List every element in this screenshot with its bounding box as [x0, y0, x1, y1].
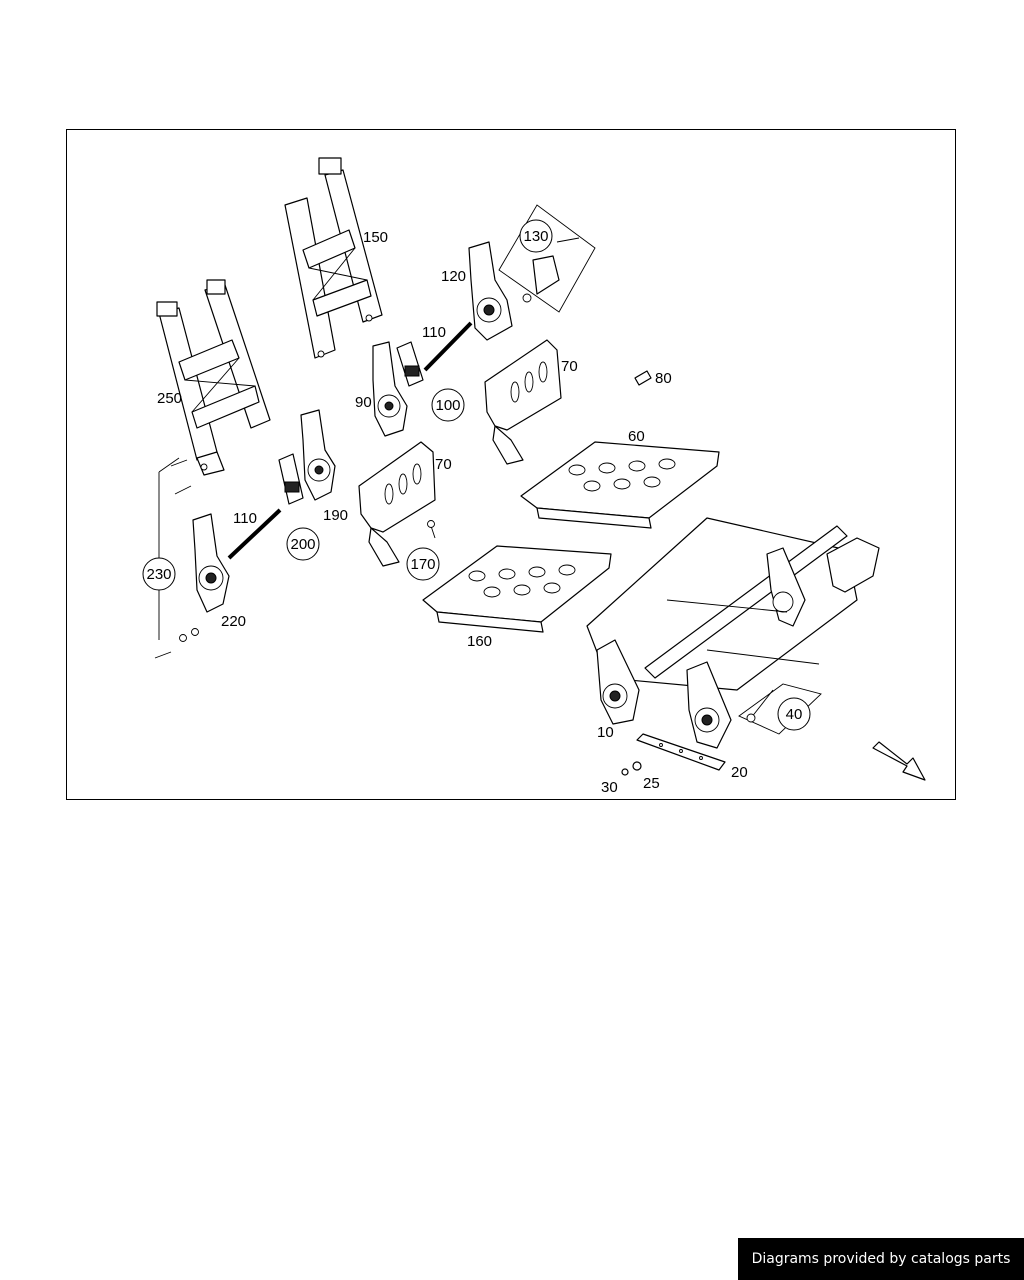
- svg-text:150: 150: [363, 229, 388, 246]
- part-80-pin: [634, 370, 652, 386]
- part-230-bolt-kit: [154, 457, 199, 659]
- callout-120: 120: [441, 268, 466, 285]
- part-40-bolt: [738, 683, 822, 735]
- callout-130: 130: [519, 219, 553, 253]
- credit-badge: Diagrams provided by catalogs parts: [738, 1238, 1024, 1280]
- part-200-motor: [278, 453, 304, 505]
- part-130-bolt-kit: [498, 204, 596, 313]
- svg-text:70: 70: [435, 456, 452, 473]
- parts-diagram-frame: 10 20 25 30 40 60 70 70 80 90 100 110 11…: [66, 129, 956, 800]
- svg-text:190: 190: [323, 507, 348, 524]
- credit-text: Diagrams provided by catalogs parts: [751, 1251, 1011, 1267]
- part-70-lower-cover: [358, 441, 436, 567]
- part-110-upper-shaft: [423, 321, 473, 372]
- part-220-recliner-bracket: [192, 513, 230, 613]
- svg-text:40: 40: [786, 706, 803, 723]
- callout-160: 160: [467, 633, 492, 650]
- callout-60: 60: [628, 428, 645, 445]
- svg-text:100: 100: [435, 397, 460, 414]
- part-70-upper-cover: [484, 339, 562, 465]
- part-10-seat-base-frame: [586, 517, 880, 749]
- svg-text:230: 230: [146, 566, 171, 583]
- svg-text:200: 200: [290, 536, 315, 553]
- part-150-backrest-frame: [284, 157, 383, 359]
- part-60-seat-pan: [520, 441, 720, 529]
- part-160-seat-pan: [422, 545, 612, 633]
- callout-200: 200: [286, 527, 320, 561]
- svg-text:130: 130: [523, 228, 548, 245]
- svg-text:160: 160: [467, 633, 492, 650]
- part-30-washer: [621, 768, 629, 776]
- part-120-recliner-bracket: [468, 241, 513, 341]
- svg-text:110: 110: [422, 324, 446, 341]
- callout-25: 25: [643, 775, 660, 792]
- part-25-nut: [632, 761, 642, 771]
- part-190-recliner-mechanism: [300, 409, 336, 501]
- direction-arrow-icon: [872, 741, 926, 781]
- svg-text:30: 30: [601, 779, 618, 796]
- svg-text:25: 25: [643, 775, 660, 792]
- svg-text:110: 110: [233, 510, 257, 527]
- svg-text:20: 20: [731, 764, 748, 781]
- svg-text:60: 60: [628, 428, 645, 445]
- part-250-backrest-frame: [156, 279, 271, 476]
- callout-30: 30: [601, 779, 618, 796]
- callout-170: 170: [406, 547, 440, 581]
- callout-230: 230: [142, 557, 176, 591]
- callout-10: 10: [597, 724, 614, 741]
- callout-20: 20: [731, 764, 748, 781]
- svg-text:10: 10: [597, 724, 614, 741]
- callout-190: 190: [323, 507, 348, 524]
- callout-250: 250: [157, 390, 182, 407]
- callout-100: 100: [431, 388, 465, 422]
- part-90-recliner-mechanism: [372, 341, 408, 437]
- callout-110-upper: 110: [422, 324, 446, 341]
- callout-110-lower: 110: [233, 510, 257, 527]
- svg-text:70: 70: [561, 358, 578, 375]
- svg-text:250: 250: [157, 390, 182, 407]
- exploded-parts-diagram: 10 20 25 30 40 60 70 70 80 90 100 110 11…: [142, 157, 926, 796]
- callout-70-upper: 70: [561, 358, 578, 375]
- part-110-lower-shaft: [227, 508, 282, 560]
- svg-text:170: 170: [410, 556, 435, 573]
- callout-90: 90: [355, 394, 372, 411]
- svg-text:90: 90: [355, 394, 372, 411]
- callout-70-lower: 70: [435, 456, 452, 473]
- svg-text:220: 220: [221, 613, 246, 630]
- callout-80: 80: [655, 370, 672, 387]
- svg-text:80: 80: [655, 370, 672, 387]
- part-20-rail-strip: [636, 733, 726, 771]
- svg-text:120: 120: [441, 268, 466, 285]
- part-170-bolt: [427, 520, 436, 539]
- part-100-motor: [396, 341, 424, 387]
- callout-40: 40: [777, 697, 811, 731]
- callout-220: 220: [221, 613, 246, 630]
- callout-150: 150: [363, 229, 388, 246]
